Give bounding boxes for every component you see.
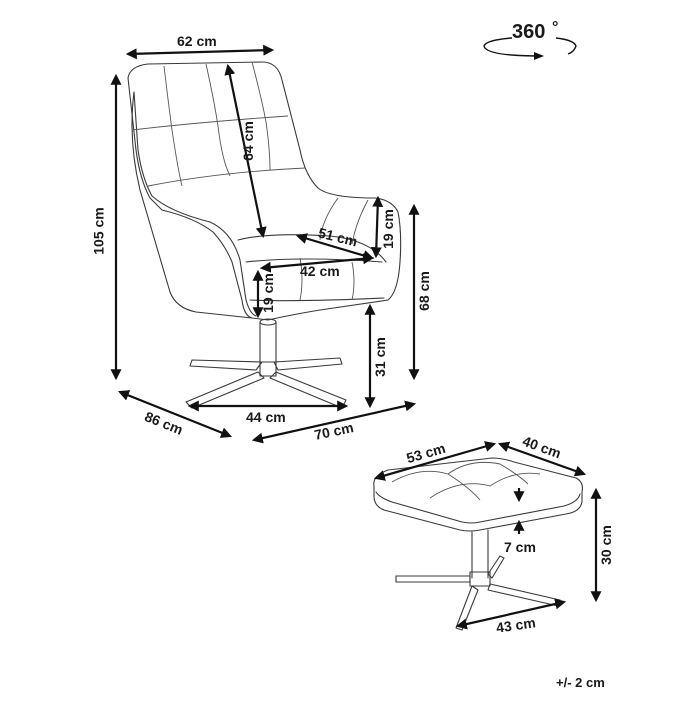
dim-seat-width: 42 cm — [300, 263, 340, 279]
dim-seat-cushion-height: 19 cm — [259, 273, 276, 313]
rotate-360-icon — [483, 37, 577, 60]
rotation-label: 360 — [512, 21, 546, 43]
dim-backrest-height: 64 cm — [239, 121, 256, 161]
dim-footstool-cushion: 7 cm — [504, 539, 536, 555]
dim-armrest-above-seat: 19 cm — [379, 209, 396, 249]
armchair-drawing — [127, 61, 402, 409]
degree-symbol: ° — [552, 19, 559, 36]
footstool-dimension-lines — [373, 441, 602, 630]
dim-seat-clearance: 31 cm — [371, 337, 388, 377]
dim-top-width: 62 cm — [177, 33, 217, 49]
dim-total-height: 105 cm — [90, 207, 107, 255]
dim-base-width: 44 cm — [246, 409, 286, 425]
dim-footstool-height: 30 cm — [597, 525, 614, 565]
armchair-dimension-lines — [110, 44, 420, 444]
dim-armrest-height: 68 cm — [415, 271, 432, 311]
tolerance-note: +/- 2 cm — [556, 675, 605, 690]
